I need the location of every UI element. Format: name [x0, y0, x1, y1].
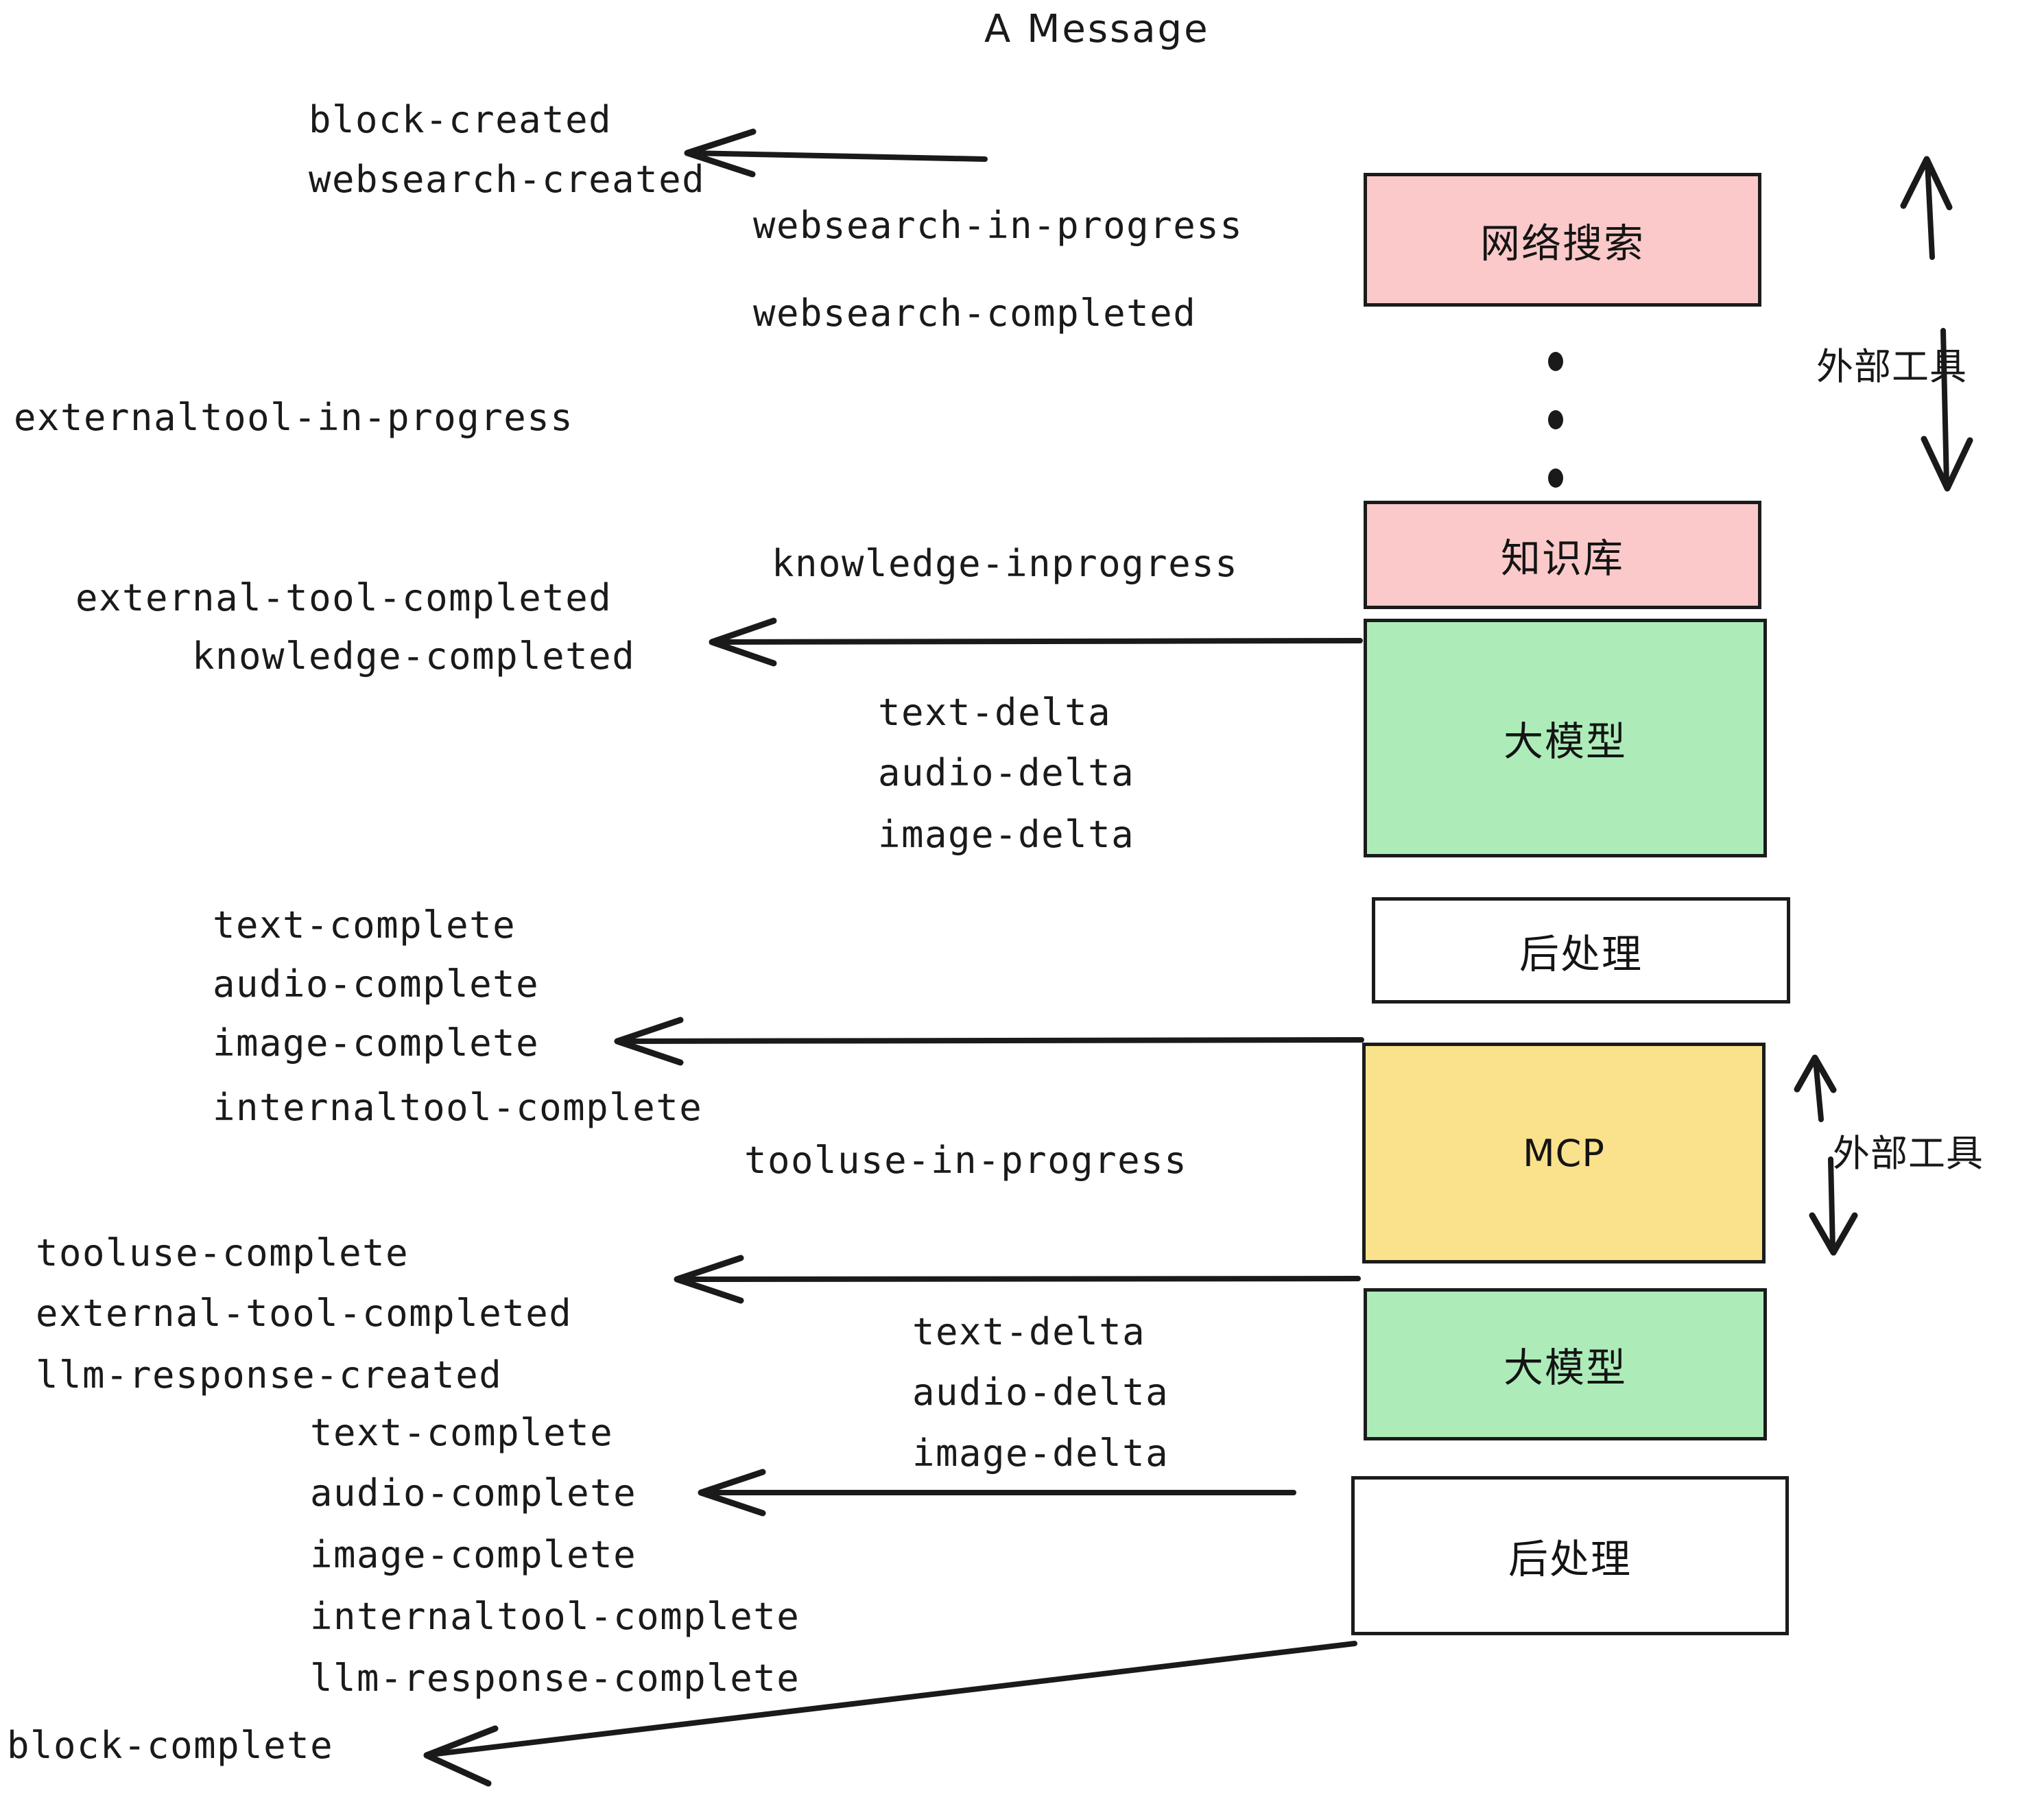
node-postprocess-1[interactable]: 后处理: [1372, 897, 1790, 1004]
event-websearch-completed: websearch-completed: [753, 292, 1197, 335]
arrow-external-tools-bottom-up: [1794, 1054, 1837, 1122]
event-tooluse-in-progress: tooluse-in-progress: [744, 1139, 1188, 1182]
event-text-delta-2: text-delta: [912, 1310, 1146, 1353]
event-audio-complete-1: audio-complete: [213, 962, 540, 1006]
event-text-delta-1: text-delta: [878, 691, 1112, 734]
ellipsis-dot: [1548, 352, 1563, 371]
event-text-complete-2: text-complete: [310, 1411, 614, 1454]
arrow-knowledge-completed: [709, 617, 1363, 667]
event-image-delta-2: image-delta: [912, 1432, 1169, 1475]
event-image-delta-1: image-delta: [878, 813, 1135, 856]
page-title: A Message: [984, 7, 1210, 51]
node-knowledge-label: 知识库: [1500, 535, 1624, 582]
side-label-external-tools-bottom: 外部工具: [1833, 1132, 1984, 1175]
event-llm-response-created: llm-response-created: [36, 1353, 503, 1397]
arrow-block-created: [684, 128, 988, 178]
event-websearch-created: websearch-created: [309, 158, 706, 201]
event-externaltool-in-progress: externaltool-in-progress: [14, 396, 574, 439]
node-llm-1-label: 大模型: [1503, 718, 1627, 765]
event-internaltool-complete-1: internaltool-complete: [213, 1086, 703, 1129]
node-llm-2-label: 大模型: [1503, 1344, 1627, 1391]
node-websearch-label: 网络搜索: [1479, 219, 1645, 267]
node-postprocess-2[interactable]: 后处理: [1351, 1476, 1789, 1635]
event-block-complete: block-complete: [7, 1724, 334, 1767]
event-block-created: block-created: [309, 98, 613, 141]
arrow-tooluse-complete: [674, 1255, 1361, 1304]
event-audio-delta-1: audio-delta: [878, 751, 1135, 794]
node-llm-1[interactable]: 大模型: [1364, 619, 1767, 857]
event-text-complete-1: text-complete: [213, 903, 516, 947]
event-external-tool-completed-2: external-tool-completed: [36, 1292, 573, 1335]
ellipsis-dot: [1548, 468, 1563, 488]
node-knowledge[interactable]: 知识库: [1364, 501, 1761, 609]
event-knowledge-inprogress: knowledge-inprogress: [772, 542, 1239, 585]
node-mcp[interactable]: MCP: [1362, 1043, 1766, 1263]
event-external-tool-completed-1: external-tool-completed: [75, 576, 613, 619]
event-websearch-in-progress: websearch-in-progress: [753, 204, 1244, 247]
event-image-complete-2: image-complete: [310, 1533, 637, 1576]
event-image-complete-1: image-complete: [213, 1021, 540, 1065]
side-label-external-tools-top: 外部工具: [1816, 345, 1967, 388]
arrow-image-complete: [614, 1017, 1364, 1066]
arrow-external-tools-top-up: [1900, 156, 1953, 260]
arrow-audio-complete: [698, 1469, 1296, 1517]
node-postprocess-1-label: 后处理: [1519, 930, 1643, 977]
event-tooluse-complete: tooluse-complete: [36, 1231, 409, 1274]
node-websearch[interactable]: 网络搜索: [1364, 173, 1761, 307]
event-internaltool-complete-2: internaltool-complete: [310, 1595, 800, 1638]
ellipsis-dot: [1548, 410, 1563, 429]
node-llm-2[interactable]: 大模型: [1364, 1288, 1767, 1440]
event-audio-delta-2: audio-delta: [912, 1370, 1169, 1414]
node-mcp-label: MCP: [1523, 1131, 1605, 1175]
node-postprocess-2-label: 后处理: [1508, 1536, 1632, 1582]
event-knowledge-completed: knowledge-completed: [192, 634, 636, 678]
event-audio-complete-2: audio-complete: [310, 1471, 637, 1515]
event-llm-response-complete: llm-response-complete: [310, 1657, 800, 1700]
